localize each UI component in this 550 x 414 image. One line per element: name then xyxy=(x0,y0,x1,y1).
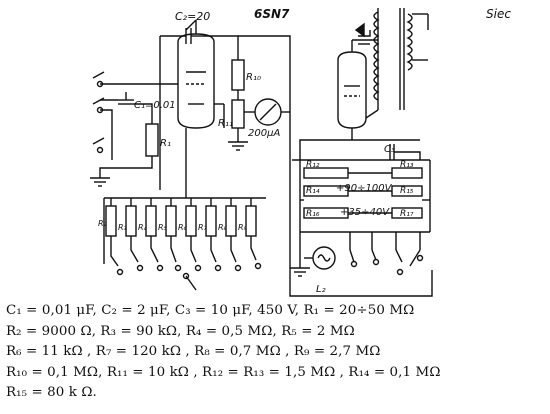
output-switches xyxy=(349,232,424,276)
legend-line: R₆ = 11 kΩ , R₇ = 120 kΩ , R₈ = 0,7 MΩ ,… xyxy=(6,344,381,359)
r12-label: R₁₂ xyxy=(306,160,320,170)
r16-label: R₁₆ xyxy=(306,209,320,219)
capacitor-c1 xyxy=(118,92,134,105)
c1-label: C₁=0.01 xyxy=(134,100,176,111)
r14-label: R₁₄ xyxy=(306,186,320,196)
legend-line: R₁₀ = 0,1 MΩ, R₁₁ = 10 kΩ , R₁₂ = R₁₃ = … xyxy=(6,364,441,380)
r10-label: R₁₀ xyxy=(246,72,261,83)
right-vacuum-tube xyxy=(337,40,367,140)
voltage-high-label: +90÷100V xyxy=(336,183,393,194)
legend-line: C₁ = 0,01 μF, C₂ = 2 μF, C₃ = 10 μF, 450… xyxy=(6,303,415,318)
r3-label: R₃ xyxy=(118,223,127,232)
c3-label: C₃ xyxy=(384,144,395,155)
r15-label: R₁₅ xyxy=(400,186,414,196)
range-divider xyxy=(105,198,262,291)
r13-label: R₁₃ xyxy=(400,160,414,170)
resistor-r10 xyxy=(231,59,245,91)
r5-label: R₅ xyxy=(158,223,167,232)
r8-label: R₈ xyxy=(218,223,228,232)
left-vacuum-tube xyxy=(177,20,215,129)
legend-line: R₁₅ = 80 k Ω. xyxy=(6,385,97,400)
r4-label: R₄ xyxy=(138,223,148,232)
component-values-legend: C₁ = 0,01 μF, C₂ = 2 μF, C₃ = 10 μF, 450… xyxy=(6,301,546,404)
r6-label: R₆ xyxy=(178,223,188,232)
r17-label: R₁₇ xyxy=(400,209,414,219)
power-supply-filter xyxy=(292,139,431,233)
ground-symbol xyxy=(228,141,248,151)
resistor-r1 xyxy=(145,123,159,157)
voltage-low-label: +35÷40V xyxy=(340,207,390,218)
tube-type-label: 6SN7 xyxy=(254,7,290,21)
capacitor-c2 xyxy=(160,19,204,44)
r1-label: R₁ xyxy=(160,138,171,149)
r9-label: R₉ xyxy=(238,223,248,232)
l2-label: L₂ xyxy=(316,284,326,295)
c2-label: C₂=20 xyxy=(175,10,210,23)
r11-label: R₁₁ xyxy=(218,118,233,129)
r7-label: R₇ xyxy=(198,223,208,232)
r2-label: R₂ xyxy=(98,219,108,228)
mains-label: Siec xyxy=(486,7,511,21)
ground-symbol-right xyxy=(290,267,310,277)
input-terminals xyxy=(92,71,105,154)
resistor-r11 xyxy=(231,99,245,129)
ground-symbol-left xyxy=(90,177,110,187)
circuit-schematic: C₂=20 6SN7 C₁=0.01 R₁ R₁₀ R₁₁ 200μA Siec… xyxy=(90,7,511,297)
power-transformer xyxy=(352,8,429,119)
legend-line: R₂ = 9000 Ω, R₃ = 90 kΩ, R₄ = 0,5 MΩ, R₅… xyxy=(6,323,355,339)
meter-label: 200μA xyxy=(248,128,280,139)
